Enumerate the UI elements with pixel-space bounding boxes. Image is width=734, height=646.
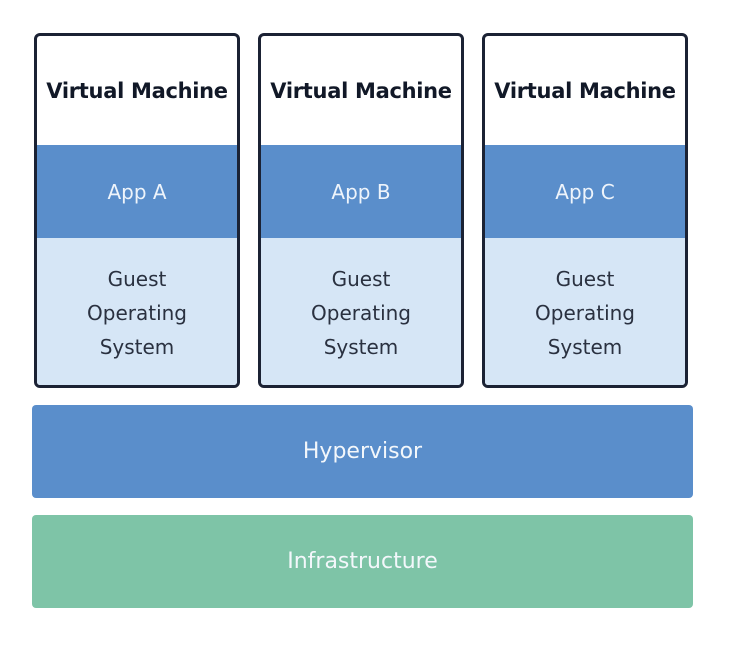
guest-os-layer: Guest Operating System: [37, 238, 237, 385]
guest-os-line: Operating: [535, 301, 635, 325]
guest-os-line: Operating: [87, 301, 187, 325]
virtual-machine-c: Virtual Machine App C Guest Operating Sy…: [482, 33, 688, 388]
guest-os-layer: Guest Operating System: [261, 238, 461, 385]
app-b-layer: App B: [261, 145, 461, 238]
app-a-layer: App A: [37, 145, 237, 238]
virtual-machine-b: Virtual Machine App B Guest Operating Sy…: [258, 33, 464, 388]
guest-os-line: Guest: [331, 267, 391, 291]
guest-os-line: Guest: [555, 267, 615, 291]
guest-os-line: System: [547, 335, 623, 359]
hypervisor-layer: Hypervisor: [32, 405, 693, 498]
vm-title: Virtual Machine: [46, 78, 228, 103]
guest-os-line: Guest: [107, 267, 167, 291]
guest-os-line: Operating: [311, 301, 411, 325]
guest-os-line: System: [99, 335, 175, 359]
app-c-layer: App C: [485, 145, 685, 238]
guest-os-line: System: [323, 335, 399, 359]
guest-os-layer: Guest Operating System: [485, 238, 685, 385]
vm-title: Virtual Machine: [270, 78, 452, 103]
virtual-machine-a: Virtual Machine App A Guest Operating Sy…: [34, 33, 240, 388]
infrastructure-layer: Infrastructure: [32, 515, 693, 608]
vm-title: Virtual Machine: [494, 78, 676, 103]
